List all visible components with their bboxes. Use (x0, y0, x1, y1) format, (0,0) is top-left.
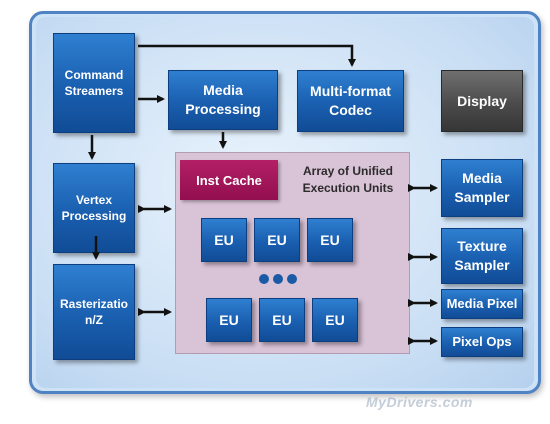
vertex-processing-block: Vertex Processing (53, 163, 135, 253)
media-sampler-block: Media Sampler (441, 159, 523, 217)
eu-block: EU (201, 218, 247, 262)
eu-block: EU (206, 298, 252, 342)
media-processing-block: Media Processing (168, 70, 278, 130)
eu-array-title: Array of Unified Execution Units (302, 164, 394, 195)
eu-block: EU (254, 218, 300, 262)
media-pixel-block: Media Pixel (441, 289, 523, 319)
arrow-cs-to-codec (138, 44, 356, 67)
ellipsis-dot (273, 274, 283, 284)
ellipsis-dot (287, 274, 297, 284)
multiformat-codec-block: Multi-format Codec (297, 70, 404, 132)
pixel-ops-block: Pixel Ops (441, 327, 523, 357)
texture-sampler-block: Texture Sampler (441, 228, 523, 284)
ellipsis-dot (259, 274, 269, 284)
watermark: MyDrivers.com (366, 394, 473, 410)
eu-block: EU (259, 298, 305, 342)
inst-cache-block: Inst Cache (180, 160, 278, 200)
command-streamers-block: Command Streamers (53, 33, 135, 133)
rasterization-block: Rasterizatio n/Z (53, 264, 135, 360)
eu-block: EU (312, 298, 358, 342)
display-block: Display (441, 70, 523, 132)
eu-block: EU (307, 218, 353, 262)
